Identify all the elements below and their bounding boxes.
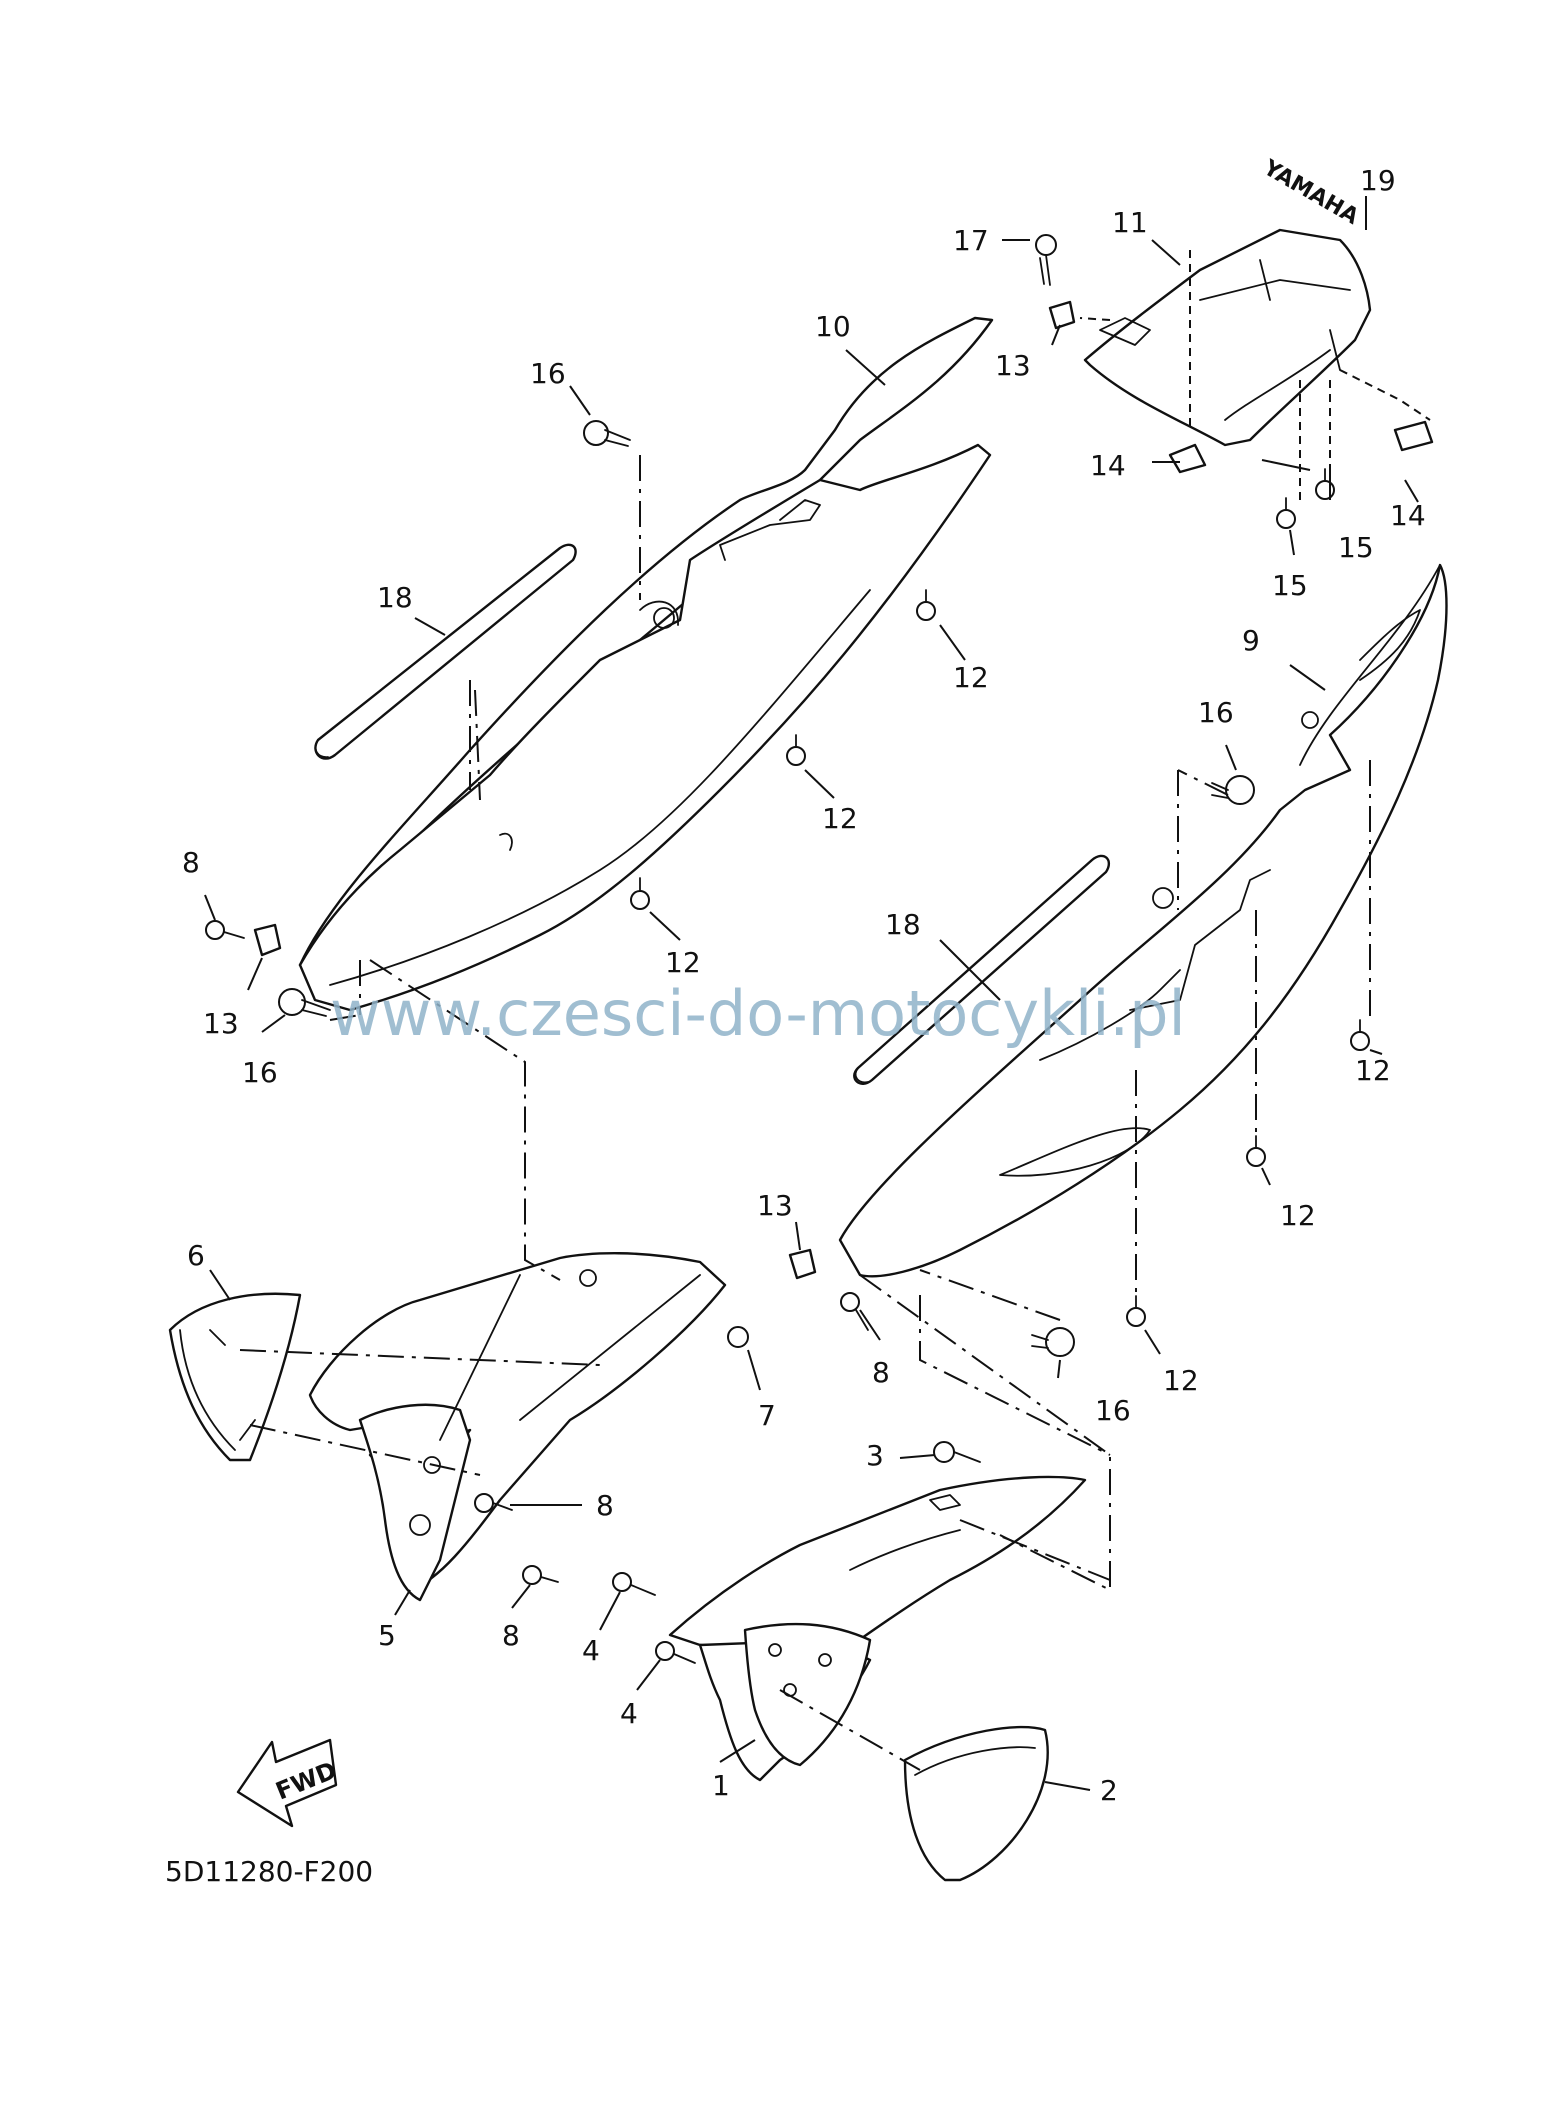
- screw-part-12-f: [1126, 1295, 1146, 1327]
- assembly-lines: [239, 250, 1431, 1771]
- callout-4-a: 4: [582, 1634, 600, 1667]
- callout-13-b: 13: [995, 349, 1031, 382]
- screw-part-8-b: [840, 1292, 869, 1331]
- callout-7: 7: [758, 1399, 776, 1432]
- callout-10: 10: [815, 310, 851, 343]
- callout-12-f: 12: [1163, 1364, 1199, 1397]
- screw-part-8-c: [474, 1493, 513, 1513]
- callout-18-upper: 18: [377, 581, 413, 614]
- callout-16-bottom: 16: [1095, 1394, 1131, 1427]
- screw-part-4-b: [655, 1641, 696, 1664]
- bracket-part-14-a: [1168, 443, 1207, 474]
- callout-8-a: 8: [182, 846, 200, 879]
- callout-12-a: 12: [953, 661, 989, 694]
- watermark-url: www.czesci-do-motocykli.pl: [330, 977, 1186, 1050]
- side-cover-right-part-9: [838, 563, 1448, 1278]
- callout-17: 17: [953, 224, 989, 257]
- callout-2: 2: [1100, 1774, 1118, 1807]
- screw-part-8-a: [205, 920, 245, 940]
- callout-13-c: 13: [757, 1189, 793, 1222]
- bolt-part-16-top: [583, 420, 631, 447]
- callout-16-top: 16: [530, 357, 566, 390]
- bolt-part-16-right: [1211, 775, 1255, 805]
- screw-part-15-a: [1276, 497, 1296, 529]
- callout-8-b: 8: [872, 1356, 890, 1389]
- screw-part-3: [933, 1441, 981, 1463]
- callout-12-c: 12: [665, 946, 701, 979]
- callout-15-b: 15: [1272, 569, 1308, 602]
- callout-14-a: 14: [1090, 449, 1126, 482]
- callout-14-b: 14: [1390, 499, 1426, 532]
- callout-15-a: 15: [1338, 531, 1374, 564]
- screw-part-12-d: [1350, 1019, 1370, 1051]
- callout-labels: 19 11 17 13 10 16 14 14 15 15 18 12 9 16…: [182, 164, 1426, 1807]
- callout-12-b: 12: [822, 802, 858, 835]
- drawing-code: 5D11280-F200: [165, 1855, 373, 1888]
- callout-3: 3: [866, 1439, 884, 1472]
- front-cover-part-1: [668, 1475, 1087, 1782]
- callout-18-lower: 18: [885, 908, 921, 941]
- bracket-part-13-a: [253, 923, 282, 957]
- screw-part-12-b: [786, 734, 806, 766]
- screw-part-12-a: [916, 589, 936, 621]
- trim-strip-part-18-upper: [314, 543, 577, 760]
- grommet-part-7: [727, 1326, 749, 1348]
- inner-panel-part-5: [308, 1252, 727, 1602]
- callout-13-a: 13: [203, 1007, 239, 1040]
- screw-part-15-b: [1315, 468, 1335, 500]
- bolt-part-16-bottom: [1031, 1327, 1075, 1357]
- bracket-part-13-c: [788, 1248, 817, 1280]
- screw-part-4-a: [612, 1572, 656, 1596]
- callout-1: 1: [712, 1769, 730, 1802]
- callout-8-c: 8: [596, 1489, 614, 1522]
- side-cover-left-part-10: [298, 316, 994, 1012]
- callout-16-left: 16: [242, 1056, 278, 1089]
- screw-part-12-e: [1246, 1135, 1266, 1167]
- tail-cover-part-11: YAMAHA: [1083, 155, 1372, 447]
- callout-11: 11: [1112, 206, 1148, 239]
- trim-strip-part-18-lower: [853, 854, 1111, 1085]
- yamaha-logo: YAMAHA: [1258, 155, 1362, 230]
- reflector-part-6: [168, 1292, 302, 1462]
- callout-9: 9: [1242, 624, 1260, 657]
- callout-leaders: [204, 196, 1419, 1791]
- reflector-part-2: [903, 1725, 1049, 1882]
- callout-12-d: 12: [1355, 1054, 1391, 1087]
- bolt-part-16-left: [278, 988, 331, 1017]
- callout-6: 6: [187, 1239, 205, 1272]
- callout-5: 5: [378, 1619, 396, 1652]
- callout-19: 19: [1360, 164, 1396, 197]
- fwd-arrow: FWD: [236, 1738, 340, 1828]
- callout-16-right: 16: [1198, 696, 1234, 729]
- callout-12-e: 12: [1280, 1199, 1316, 1232]
- screw-part-12-c: [630, 877, 650, 910]
- callout-8-d: 8: [502, 1619, 520, 1652]
- callout-4-b: 4: [620, 1697, 638, 1730]
- bracket-part-13-b: [1048, 300, 1076, 330]
- bracket-part-14-b: [1393, 420, 1434, 452]
- screw-part-8-d: [522, 1565, 559, 1585]
- screw-part-17: [1035, 234, 1057, 286]
